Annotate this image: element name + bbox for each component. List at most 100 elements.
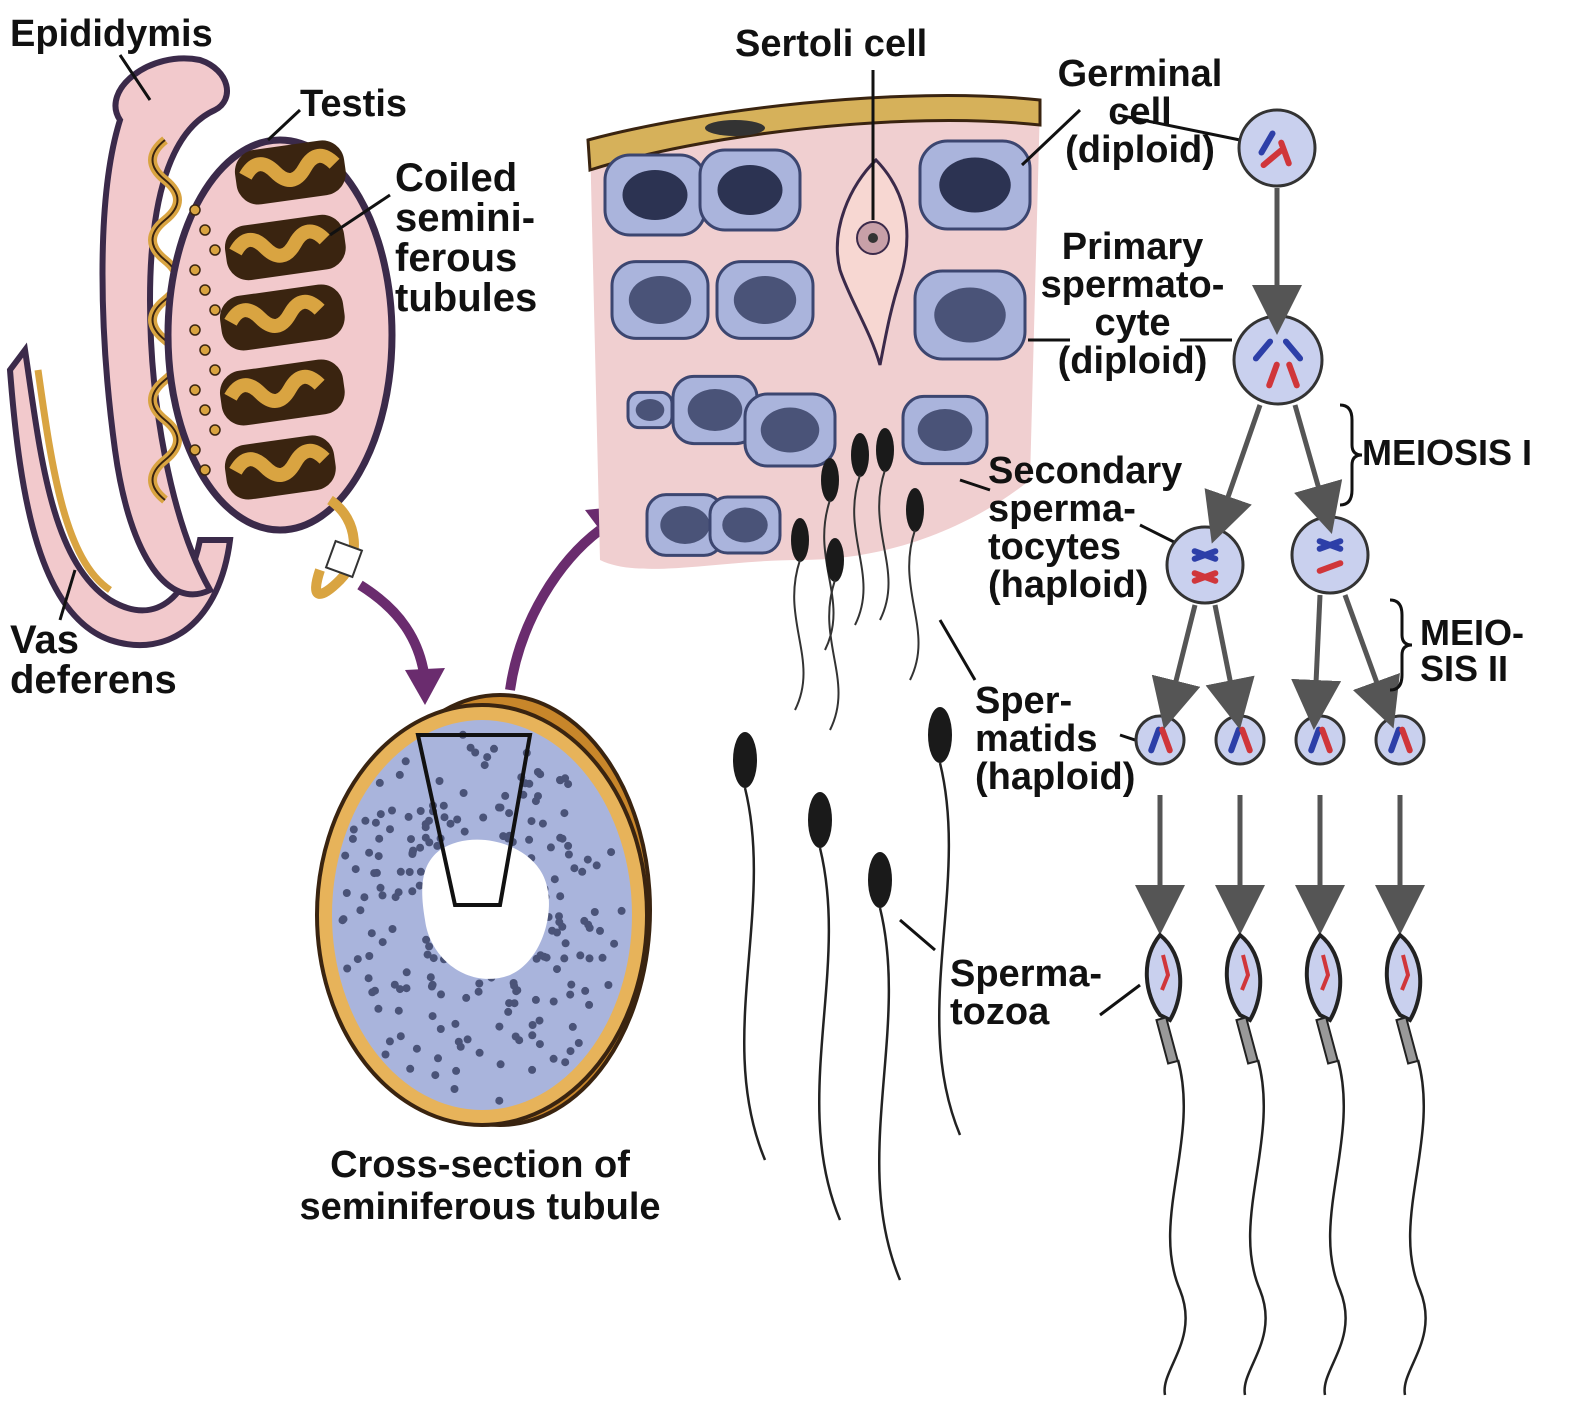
cell-nucleus-dot	[561, 1058, 569, 1066]
cell-nucleus-dot	[417, 807, 425, 815]
cell-nucleus	[918, 409, 973, 451]
cell-nucleus-dot	[560, 809, 568, 817]
cell-nucleus-dot	[422, 823, 430, 831]
cell-nucleus	[660, 506, 709, 544]
cell-nucleus-dot	[529, 1021, 537, 1029]
cell-nucleus-dot	[501, 792, 509, 800]
cell-nucleus-dot	[555, 918, 563, 926]
cell-nucleus-dot	[379, 938, 387, 946]
sperm-midpiece	[1316, 1017, 1337, 1063]
cell-nucleus-dot	[407, 835, 415, 843]
cell-nucleus-dot	[561, 774, 569, 782]
cell-nucleus-dot	[483, 753, 491, 761]
cell-nucleus-dot	[497, 1060, 505, 1068]
cell-nucleus	[623, 170, 688, 220]
cell-nucleus-dot	[481, 761, 489, 769]
cell-nucleus-dot	[379, 891, 387, 899]
label-spermatids: Sper- matids (haploid)	[975, 682, 1135, 796]
cell-nucleus-dot	[437, 990, 445, 998]
cell-nucleus	[636, 399, 665, 421]
cell-nucleus-dot	[564, 842, 572, 850]
sperm-tail	[1325, 1060, 1346, 1395]
spermatozoon	[1387, 935, 1426, 1395]
secondary-spermatocyte	[1292, 517, 1368, 593]
rete-dot	[210, 365, 220, 375]
cell-nucleus-dot	[560, 954, 568, 962]
cell-nucleus-dot	[525, 780, 533, 788]
flow-arrow	[1215, 605, 1235, 705]
spermatid	[1296, 716, 1344, 764]
cell-nucleus-dot	[360, 893, 368, 901]
cell-nucleus-dot	[476, 1049, 484, 1057]
cell-nucleus-dot	[388, 807, 396, 815]
cell-nucleus-dot	[365, 952, 373, 960]
label-testis: Testis	[300, 85, 407, 123]
spermatozoon	[1307, 935, 1346, 1395]
rete-dot	[200, 285, 210, 295]
spermatozoon	[1227, 935, 1266, 1395]
cell-nucleus-dot	[559, 835, 567, 843]
cell-nucleus-dot	[352, 865, 360, 873]
cell-nucleus-dot	[610, 940, 618, 948]
cell-nucleus-dot	[553, 929, 561, 937]
flow-arrow	[1170, 605, 1195, 705]
sperm-head	[1387, 935, 1420, 1020]
cell-nucleus-dot	[580, 917, 588, 925]
cell-nucleus-dot	[581, 987, 589, 995]
cell-nucleus-dot	[406, 868, 414, 876]
sperm-tail	[909, 530, 918, 680]
cell-nucleus	[939, 158, 1011, 213]
sperm-head	[826, 538, 844, 582]
arrow-to-cross-section	[360, 585, 425, 680]
cross-section-illustration	[317, 695, 650, 1125]
cell-nucleus	[934, 288, 1006, 343]
cell-nucleus-dot	[356, 906, 364, 914]
basement-nucleus	[705, 120, 765, 136]
sperm-head	[928, 707, 952, 763]
cell-nucleus-dot	[591, 908, 599, 916]
cell-nucleus-dot	[377, 810, 385, 818]
label-epididymis: Epididymis	[10, 15, 213, 53]
cell-nucleus-dot	[566, 991, 574, 999]
sperm-head	[906, 488, 924, 532]
rete-dot	[210, 305, 220, 315]
rete-dot	[190, 445, 200, 455]
cell-nucleus-dot	[424, 951, 432, 959]
flow-arrow	[1345, 595, 1385, 705]
cell-nucleus-dot	[532, 797, 540, 805]
cell-nucleus-dot	[567, 981, 575, 989]
cell-nucleus-dot	[585, 1001, 593, 1009]
spermatozoon	[1147, 935, 1186, 1395]
cell-nucleus-dot	[505, 809, 513, 817]
cell-outline	[1239, 110, 1315, 186]
label-coiled-tubules: Coiled semini- ferous tubules	[395, 158, 537, 318]
cell-nucleus-dot	[460, 789, 468, 797]
cell-nucleus-dot	[392, 893, 400, 901]
cell-nucleus-dot	[596, 927, 604, 935]
cell-nucleus-dot	[397, 1032, 405, 1040]
spermatid	[1216, 716, 1264, 764]
cell-nucleus-dot	[462, 994, 470, 1002]
cell-nucleus-dot	[505, 999, 513, 1007]
cell-nucleus-dot	[395, 1007, 403, 1015]
cell-nucleus-dot	[565, 851, 573, 859]
arrow-to-cross-section-head	[405, 668, 445, 705]
cell-outline	[1136, 716, 1184, 764]
testis-illustration	[10, 58, 392, 645]
developing-sperm	[826, 538, 844, 730]
cell-nucleus-dot	[416, 844, 424, 852]
rete-dot	[200, 405, 210, 415]
cell-nucleus-dot	[375, 835, 383, 843]
sperm-head	[868, 852, 892, 908]
cell-nucleus-dot	[451, 1085, 459, 1093]
sperm-tail	[1405, 1060, 1426, 1395]
cell-nucleus-dot	[578, 868, 586, 876]
cell-nucleus-dot	[569, 1023, 577, 1031]
cell-nucleus-dot	[618, 907, 626, 915]
rete-dot	[190, 205, 200, 215]
flow-arrow	[1295, 405, 1325, 510]
cell-nucleus-dot	[536, 1040, 544, 1048]
tubule-wall-detail	[588, 96, 1040, 1280]
cell-nucleus-dot	[434, 1054, 442, 1062]
cell-nucleus-dot	[567, 1047, 575, 1055]
